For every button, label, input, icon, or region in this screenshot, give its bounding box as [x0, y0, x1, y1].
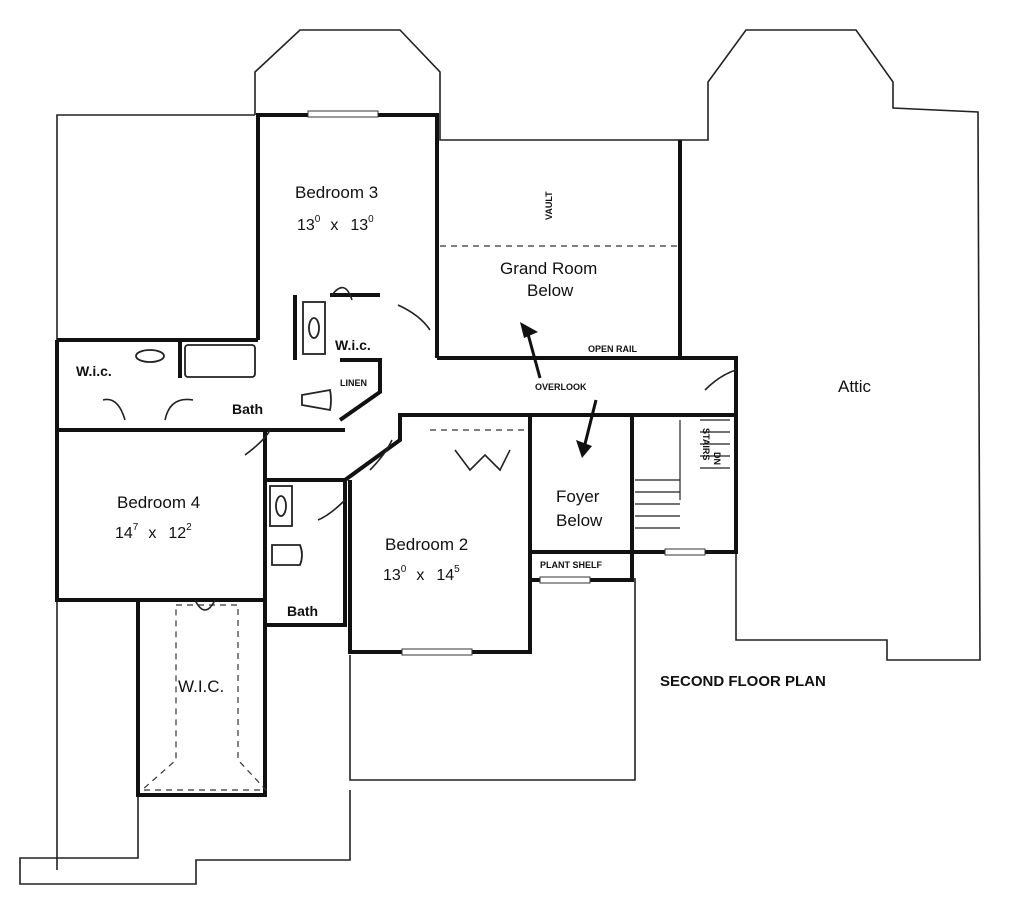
bath-main-label: Bath: [232, 401, 263, 417]
foyer-label-2: Below: [556, 511, 603, 530]
dn-note: DN: [712, 452, 722, 465]
wic-bedroom3-label: W.i.c.: [335, 337, 371, 353]
overlook-note: OVERLOOK: [535, 382, 587, 392]
plant-shelf-note: PLANT SHELF: [540, 560, 603, 570]
plan-title: SECOND FLOOR PLAN: [660, 673, 826, 690]
grand-room-label-2: Below: [527, 281, 574, 300]
wic-left-label: W.i.c.: [76, 363, 112, 379]
stairs: [635, 419, 730, 529]
overlook-arrows: [520, 322, 598, 458]
dashed-lines: [140, 245, 680, 791]
bedroom2-name: Bedroom 2: [385, 535, 468, 554]
stairs-note: STAIRS: [701, 428, 711, 460]
bath-small-label: Bath: [287, 603, 318, 619]
vault-note: VAULT: [544, 191, 554, 220]
roof-outline: [19, 29, 981, 885]
bedroom4-name: Bedroom 4: [117, 493, 200, 512]
door-swings: [102, 286, 737, 611]
open-rail-note: OPEN RAIL: [588, 344, 638, 354]
linen-note: LINEN: [340, 378, 367, 388]
fixtures: [135, 301, 332, 566]
foyer-label-1: Foyer: [556, 487, 600, 506]
walls: [55, 113, 738, 797]
wic-large-label: W.I.C.: [178, 677, 224, 696]
bedroom3-name: Bedroom 3: [295, 183, 378, 202]
attic-label: Attic: [838, 377, 872, 396]
windows: [307, 110, 706, 656]
grand-room-label-1: Grand Room: [500, 259, 597, 278]
